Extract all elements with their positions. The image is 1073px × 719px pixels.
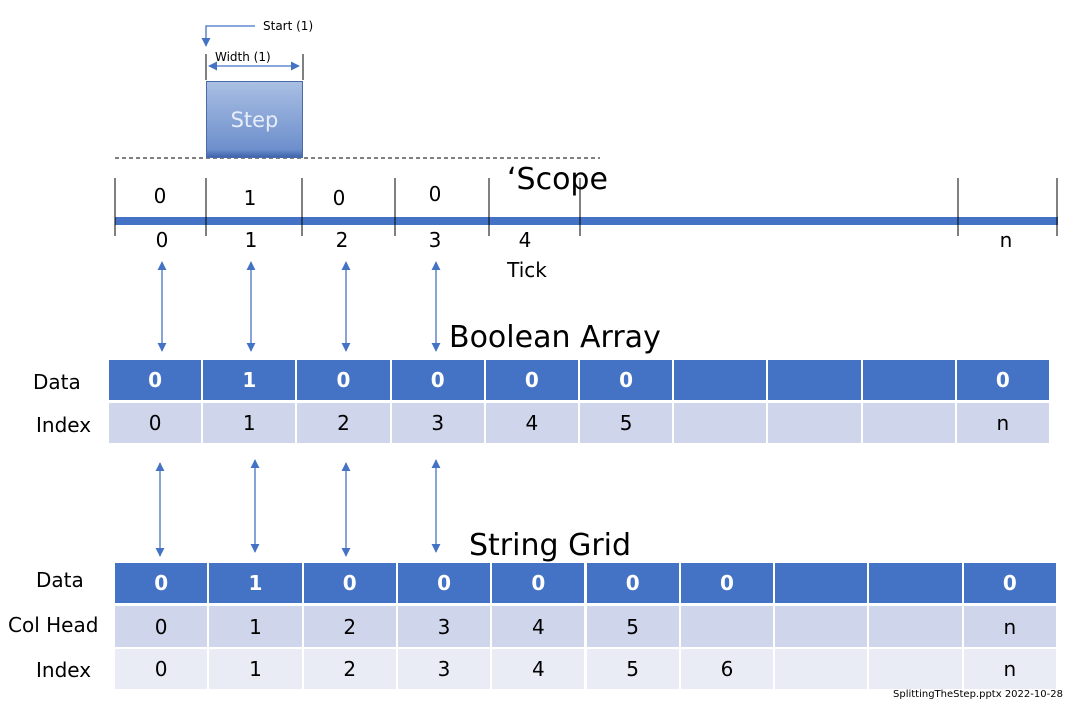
boolean-array-index-cell-7 bbox=[768, 403, 861, 443]
boolean-array-index-cell-3: 3 bbox=[391, 403, 484, 443]
boolean-array-index-cell-8 bbox=[862, 403, 955, 443]
string-grid-data-cell-5: 0 bbox=[586, 563, 679, 603]
string-grid-colhead-cell-4: 4 bbox=[492, 606, 585, 647]
string-grid-index-cell-2: 2 bbox=[303, 649, 396, 689]
scope-value-3: 0 bbox=[428, 182, 442, 206]
string-grid-index-cell-9: n bbox=[963, 649, 1056, 689]
boolean-array-index-cell-9: n bbox=[956, 403, 1049, 443]
string-grid-data-cell-6: 0 bbox=[680, 563, 774, 603]
scope-title: ‘Scope bbox=[507, 162, 608, 197]
string-grid-colhead-cell-3: 3 bbox=[397, 606, 491, 647]
string-grid-index-cell-6: 6 bbox=[680, 649, 774, 689]
string-grid-colhead-cell-8 bbox=[869, 606, 962, 647]
scope-to-array-arrows bbox=[157, 261, 441, 352]
string-grid-index-cell-5: 5 bbox=[586, 649, 679, 689]
string-grid-colhead-cell-1: 1 bbox=[209, 606, 302, 647]
boolean-array-index-cell-2: 2 bbox=[297, 403, 390, 443]
string-grid-data-cell-0: 0 bbox=[115, 563, 208, 603]
string-grid-index-cell-0: 0 bbox=[115, 649, 208, 689]
string-grid-data-cell-7 bbox=[775, 563, 868, 603]
string-grid-data-cell-2: 0 bbox=[303, 563, 396, 603]
string-grid-data-cell-8 bbox=[869, 563, 962, 603]
boolean-array-index-cell-4: 4 bbox=[485, 403, 578, 443]
boolean-array-data-cell-3: 0 bbox=[391, 360, 484, 400]
tick-0: 0 bbox=[155, 228, 169, 252]
string-grid-data-cell-3: 0 bbox=[397, 563, 491, 603]
boolean-array-data-cell-1: 1 bbox=[203, 360, 296, 400]
boolean-array-data-cell-9: 0 bbox=[956, 360, 1049, 400]
string-grid-data-cell-4: 0 bbox=[492, 563, 585, 603]
string-grid-index-cell-1: 1 bbox=[209, 649, 302, 689]
width-label: Width (1) bbox=[215, 50, 271, 64]
boolean-array-index-cell-5: 5 bbox=[580, 403, 673, 443]
scope-dividers bbox=[114, 178, 1058, 236]
scope-value-0: 0 bbox=[153, 184, 167, 208]
boolean-array-data-cell-2: 0 bbox=[297, 360, 390, 400]
string-grid-colhead-cell-0: 0 bbox=[115, 606, 208, 647]
string-grid-colhead-label: Col Head bbox=[8, 613, 99, 637]
tick-3: 3 bbox=[428, 228, 442, 252]
string-grid-colhead-cell-2: 2 bbox=[303, 606, 396, 647]
string-grid-index-cell-3: 3 bbox=[397, 649, 491, 689]
string-grid-colhead-cell-7 bbox=[775, 606, 868, 647]
string-grid-index-cell-4: 4 bbox=[492, 649, 585, 689]
boolean-array-index-label: Index bbox=[36, 413, 92, 437]
boolean-array-data-label: Data bbox=[33, 370, 81, 394]
tick-2: 2 bbox=[335, 228, 349, 252]
string-grid-data-cell-9: 0 bbox=[963, 563, 1056, 603]
scope-value-1: 1 bbox=[243, 186, 257, 210]
boolean-array-data-cell-0: 0 bbox=[109, 360, 202, 400]
scope-timeline-bar bbox=[115, 217, 1058, 225]
boolean-array-data-cell-6 bbox=[674, 360, 767, 400]
boolean-array-data-cell-8 bbox=[862, 360, 955, 400]
boolean-array-data-cell-4: 0 bbox=[485, 360, 578, 400]
tick-4: 4 bbox=[518, 228, 532, 252]
string-grid-colhead-cell-9: n bbox=[963, 606, 1056, 647]
array-to-grid-arrows bbox=[155, 459, 441, 557]
boolean-array-index-cell-6 bbox=[674, 403, 767, 443]
scope-value-2: 0 bbox=[332, 186, 346, 210]
tick-axis-label: Tick bbox=[507, 258, 547, 282]
footer-filename: SplittingTheStep.pptx 2022-10-28 bbox=[893, 689, 1063, 700]
string-grid-colhead-cell-6 bbox=[680, 606, 774, 647]
string-grid-data-cell-1: 1 bbox=[209, 563, 302, 603]
tick-1: 1 bbox=[244, 228, 258, 252]
boolean-array-index-cell-1: 1 bbox=[203, 403, 296, 443]
step-box: Step bbox=[206, 81, 303, 158]
string-grid-index-cell-8 bbox=[869, 649, 962, 689]
string-grid-index-cell-7 bbox=[775, 649, 868, 689]
string-grid-data-label: Data bbox=[36, 568, 84, 592]
string-grid-colhead-cell-5: 5 bbox=[586, 606, 679, 647]
start-pointer-line bbox=[201, 25, 255, 47]
string-grid-index-label: Index bbox=[36, 658, 92, 682]
boolean-array-data-cell-7 bbox=[768, 360, 861, 400]
boolean-array-data-cell-5: 0 bbox=[580, 360, 673, 400]
boolean-array-title: Boolean Array bbox=[449, 320, 661, 355]
start-label: Start (1) bbox=[263, 19, 314, 33]
string-grid-title: String Grid bbox=[469, 528, 632, 563]
tick-n: n bbox=[999, 228, 1013, 252]
boolean-array-index-cell-0: 0 bbox=[109, 403, 202, 443]
